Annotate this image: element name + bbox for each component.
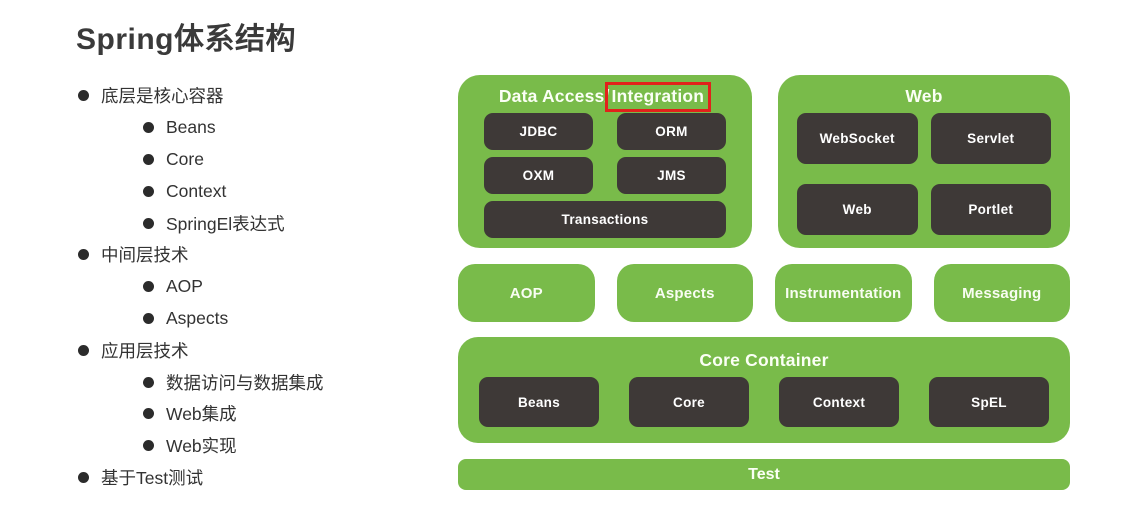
- middleware-row: AOP Aspects Instrumentation Messaging: [458, 264, 1070, 322]
- outline-item: SpringEl表达式: [78, 207, 448, 239]
- module-box-jms: JMS: [617, 157, 726, 194]
- test-bar: Test: [458, 459, 1070, 490]
- outline-item: 数据访问与数据集成: [78, 366, 448, 398]
- web-panel: Web WebSocket Servlet Web Portlet: [778, 75, 1070, 248]
- outline-item: Beans: [78, 112, 448, 144]
- bullet-icon: [143, 440, 154, 452]
- outline-item-label: Web实现: [166, 436, 237, 457]
- outline-item-label: Beans: [166, 117, 216, 138]
- integration-highlight-box: Integration: [604, 82, 712, 112]
- bullet-icon: [143, 408, 154, 420]
- bullet-icon: [143, 376, 154, 388]
- module-box-messaging: Messaging: [933, 264, 1070, 322]
- bullet-icon: [78, 249, 89, 261]
- outline-item: 中间层技术: [78, 239, 448, 271]
- bullet-icon: [78, 471, 89, 483]
- outline-item: 应用层技术: [78, 334, 448, 366]
- module-box-instrumentation: Instrumentation: [775, 264, 912, 322]
- outline-item: 基于Test测试: [78, 462, 448, 494]
- bullet-icon: [143, 153, 154, 165]
- outline-item: 底层是核心容器: [78, 80, 448, 112]
- core-container-modules: Beans Core Context SpEL: [479, 377, 1049, 427]
- web-panel-title: Web: [905, 86, 943, 106]
- module-box-orm: ORM: [617, 113, 726, 150]
- module-box-aop: AOP: [458, 264, 595, 322]
- outline-item-label: AOP: [166, 276, 203, 297]
- module-box-beans: Beans: [479, 377, 599, 427]
- core-container-panel: Core Container Beans Core Context SpEL: [458, 337, 1070, 443]
- bullet-icon: [143, 312, 154, 324]
- outline-item-label: 底层是核心容器: [101, 86, 224, 107]
- outline-item: Web实现: [78, 430, 448, 462]
- outline-item-label: 基于Test测试: [101, 467, 204, 488]
- outline-item-label: 数据访问与数据集成: [166, 372, 324, 393]
- module-box-oxm: OXM: [484, 157, 593, 194]
- outline-item-label: Aspects: [166, 307, 229, 328]
- outline-item-label: Web集成: [166, 404, 237, 425]
- module-box-jdbc: JDBC: [484, 113, 593, 150]
- module-box-transactions: Transactions: [484, 201, 726, 238]
- spring-architecture-diagram: Data Access/Integration JDBC ORM OXM JMS…: [458, 75, 1070, 490]
- data-access-panel-title: Data Access/Integration: [484, 82, 726, 113]
- data-access-modules: JDBC ORM OXM JMS Transactions: [484, 113, 726, 238]
- outline-item-label: 应用层技术: [101, 340, 189, 361]
- bullet-icon: [143, 185, 154, 197]
- outline-item: Context: [78, 175, 448, 207]
- web-modules: WebSocket Servlet Web Portlet: [797, 113, 1051, 235]
- outline-item: Core: [78, 144, 448, 176]
- module-box-context: Context: [779, 377, 899, 427]
- bullet-icon: [143, 281, 154, 293]
- outline-item-label: Core: [166, 148, 204, 169]
- outline-item-label: 中间层技术: [101, 245, 189, 266]
- core-container-title: Core Container: [699, 350, 829, 370]
- module-box-spel: SpEL: [929, 377, 1049, 427]
- bullet-icon: [143, 122, 154, 134]
- top-panels-row: Data Access/Integration JDBC ORM OXM JMS…: [458, 75, 1070, 248]
- data-access-panel: Data Access/Integration JDBC ORM OXM JMS…: [458, 75, 752, 248]
- outline-item: AOP: [78, 271, 448, 303]
- module-box-portlet: Portlet: [930, 184, 1051, 235]
- outline-item-label: SpringEl表达式: [166, 213, 285, 234]
- bullet-icon: [143, 217, 154, 229]
- module-box-servlet: Servlet: [930, 113, 1051, 164]
- module-box-aspects: Aspects: [616, 264, 753, 322]
- page-title: Spring体系结构: [76, 23, 296, 56]
- outline-item: Aspects: [78, 303, 448, 335]
- data-access-title-text: Data Access/: [498, 86, 610, 106]
- bullet-icon: [78, 90, 89, 102]
- outline-item-label: Context: [166, 180, 227, 201]
- module-box-core: Core: [629, 377, 749, 427]
- outline-list: 底层是核心容器 Beans Core Context SpringEl表达式 中…: [78, 80, 448, 493]
- module-box-websocket: WebSocket: [797, 113, 918, 164]
- bullet-icon: [78, 344, 89, 356]
- module-box-web: Web: [797, 184, 918, 235]
- outline-item: Web集成: [78, 398, 448, 430]
